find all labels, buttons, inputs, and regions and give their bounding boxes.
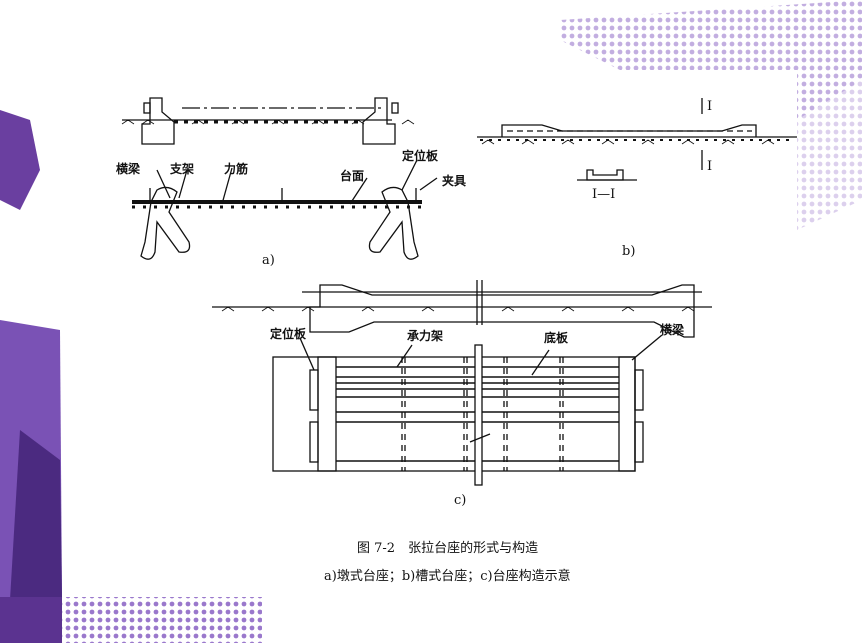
panel-b-label: b)	[622, 244, 635, 259]
label-tendon: 力筋	[224, 161, 248, 176]
section-mark-bottom: I	[707, 159, 712, 174]
panel-a-label: a)	[262, 253, 275, 268]
label-base-plate: 底板	[544, 330, 569, 345]
panel-b-elevation	[477, 98, 797, 181]
label-positioning-plate-a: 定位板	[402, 148, 439, 163]
panel-a-plan	[132, 159, 438, 260]
caption-title: 图 7-2 张拉台座的形式与构造	[357, 540, 538, 556]
ground-hatching	[121, 119, 775, 312]
label-crossbeam-c: 横梁	[660, 322, 684, 337]
prestress-bed-diagram: 横梁 支架 力筋 台面 定位板 夹具 a) I I I—I b)	[116, 97, 797, 584]
label-positioning-plate-c: 定位板	[270, 326, 307, 341]
panel-a-elevation	[122, 97, 399, 145]
label-bed-surface: 台面	[340, 168, 364, 183]
label-support: 支架	[169, 161, 194, 176]
label-bearing-frame: 承力架	[407, 328, 443, 343]
panel-c-label: c)	[454, 493, 466, 508]
panel-c-plan	[272, 334, 663, 486]
caption-subtitle: a)墩式台座；b)槽式台座；c)台座构造示意	[324, 568, 571, 584]
label-crossbeam-a: 横梁	[116, 161, 140, 176]
section-label: I—I	[592, 187, 615, 202]
label-clamp: 夹具	[442, 173, 466, 188]
figure-image: 横梁 支架 力筋 台面 定位板 夹具 a) I I I—I b)	[62, 70, 797, 597]
section-mark-top: I	[707, 99, 712, 114]
